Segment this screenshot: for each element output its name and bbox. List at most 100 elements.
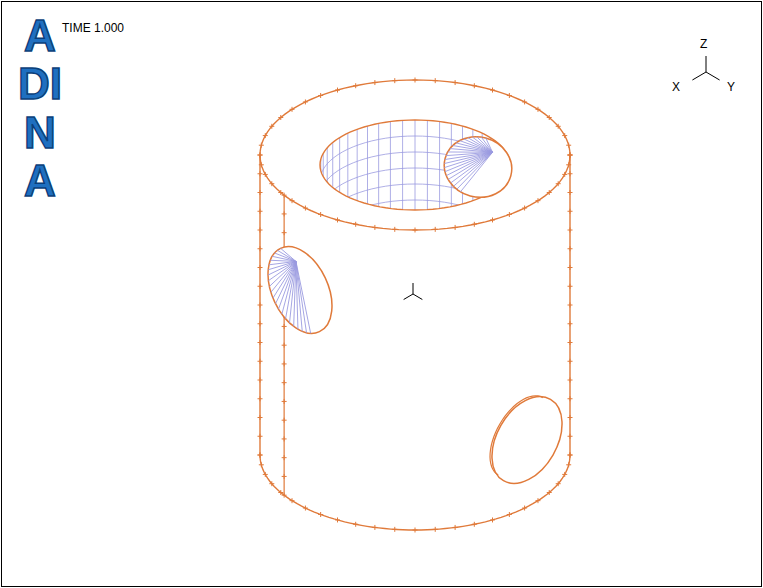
- mesh-line: [326, 216, 327, 516]
- mesh-line: [509, 93, 510, 98]
- mesh-line: [338, 90, 368, 126]
- mesh-line: [284, 193, 285, 198]
- mesh-line: [280, 490, 281, 495]
- mesh-line: [320, 93, 321, 98]
- mesh-line: [474, 83, 475, 88]
- mesh-line: [570, 378, 571, 383]
- mesh-line: [374, 225, 375, 230]
- mesh-line: [305, 99, 306, 104]
- mesh-line: [497, 188, 549, 193]
- mesh-line: [374, 80, 375, 85]
- mesh-line: [260, 155, 320, 165]
- mesh-line: [388, 229, 389, 529]
- mesh-line: [395, 81, 403, 121]
- mesh-line: [440, 208, 456, 227]
- mesh-line: [570, 284, 571, 289]
- mesh-line: [492, 217, 493, 222]
- mesh-line: [284, 361, 285, 366]
- mesh-line: [435, 527, 436, 532]
- mesh-line: [260, 453, 261, 458]
- mesh-line: [320, 512, 321, 517]
- mesh-line: [265, 172, 266, 177]
- mesh-line: [567, 168, 568, 468]
- mesh-line: [503, 126, 558, 147]
- mesh-line: [415, 78, 416, 83]
- mesh-line: [395, 210, 403, 230]
- mesh-line: [375, 208, 391, 227]
- mesh-line: [356, 207, 379, 225]
- mesh-line: [284, 195, 285, 495]
- mesh-line: [558, 124, 559, 129]
- mesh-line: [315, 212, 316, 512]
- mesh-line: [260, 171, 261, 176]
- mesh-line: [260, 182, 570, 257]
- axis-triad: [692, 56, 719, 80]
- mesh-line: [570, 228, 571, 233]
- mesh-line: [260, 340, 261, 345]
- mesh-line: [260, 396, 261, 401]
- mesh-line: [570, 265, 571, 270]
- mesh-line: [492, 220, 493, 520]
- mesh-line: [440, 83, 456, 122]
- mesh-line: [415, 228, 416, 233]
- mesh-line: [260, 169, 570, 244]
- mesh-line: [284, 380, 285, 385]
- mesh-line: [288, 198, 289, 498]
- mesh-line: [394, 227, 395, 232]
- mesh-line: [510, 165, 511, 275]
- mesh-line: [568, 143, 569, 148]
- mesh-line: [415, 230, 416, 530]
- mesh-line: [570, 153, 571, 158]
- mesh-line: [564, 174, 565, 474]
- mesh-line: [280, 193, 281, 493]
- mesh-line: [260, 453, 261, 458]
- mesh-line: [261, 165, 320, 171]
- mesh-line: [260, 153, 261, 158]
- mesh-line: [260, 153, 261, 158]
- logo-text: ADINA: [18, 12, 62, 206]
- mesh-line: [320, 212, 321, 217]
- mesh-line: [435, 78, 436, 83]
- hole: [476, 384, 576, 496]
- mesh-line: [537, 198, 538, 203]
- mesh-line: [482, 197, 524, 208]
- mesh-line: [374, 227, 375, 527]
- mesh-line: [537, 498, 538, 503]
- mesh-line: [292, 498, 293, 503]
- axis-label: X: [672, 80, 680, 94]
- mesh-line: [564, 133, 565, 138]
- mesh-line: [564, 472, 565, 477]
- mesh-line: [284, 436, 285, 441]
- mesh-line: [549, 490, 550, 495]
- center-triad: [404, 283, 423, 300]
- mesh-line: [265, 472, 266, 477]
- mesh-line: [281, 118, 333, 143]
- mesh-line: [480, 223, 481, 523]
- mesh-line: [473, 95, 510, 129]
- mesh-line: [435, 227, 436, 232]
- mesh-line: [261, 143, 262, 148]
- mesh-line: [261, 462, 262, 467]
- mesh-line: [284, 343, 285, 348]
- mesh-line: [260, 155, 261, 455]
- mesh-line: [271, 481, 272, 486]
- mesh-line: [265, 136, 323, 154]
- mesh-line: [349, 223, 350, 523]
- axis-label: Y: [727, 80, 735, 94]
- mesh-line: [305, 102, 347, 133]
- mesh-line: [570, 190, 571, 195]
- mesh-line: [305, 506, 306, 511]
- mesh-line: [260, 190, 261, 195]
- mesh-line: [284, 455, 285, 460]
- mesh-line: [271, 181, 272, 186]
- mesh-line: [490, 192, 538, 200]
- mesh-line: [415, 528, 416, 533]
- mesh-line: [570, 153, 571, 158]
- mesh-line: [401, 230, 402, 530]
- mesh-line: [510, 155, 570, 165]
- mesh-line: [524, 99, 525, 104]
- mesh-line: [260, 284, 261, 289]
- mesh-line: [390, 122, 391, 232]
